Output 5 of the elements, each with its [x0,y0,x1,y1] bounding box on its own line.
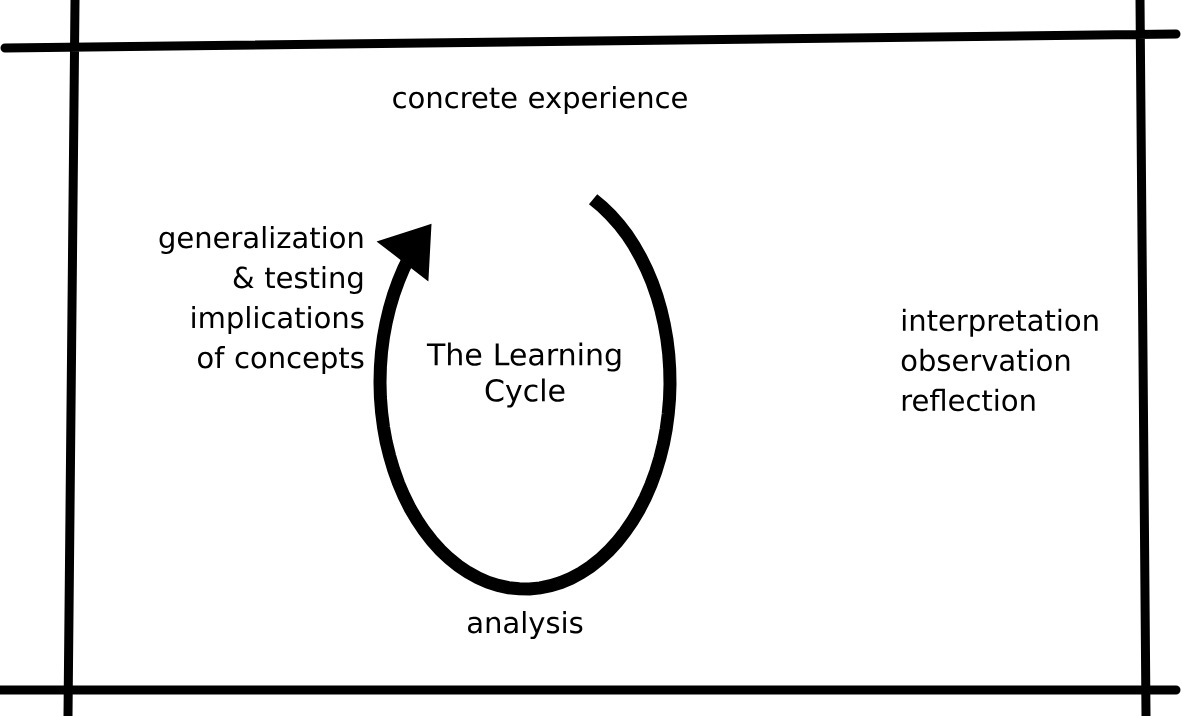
stage-label: interpretation observation reflection [901,308,1098,412]
cycle-title: The Learning Cycle [426,342,621,408]
stage-label: concrete experience [393,85,687,115]
stage-label: generalization & testing implications of concepts [159,225,364,375]
stage-label: analysis [468,610,583,640]
